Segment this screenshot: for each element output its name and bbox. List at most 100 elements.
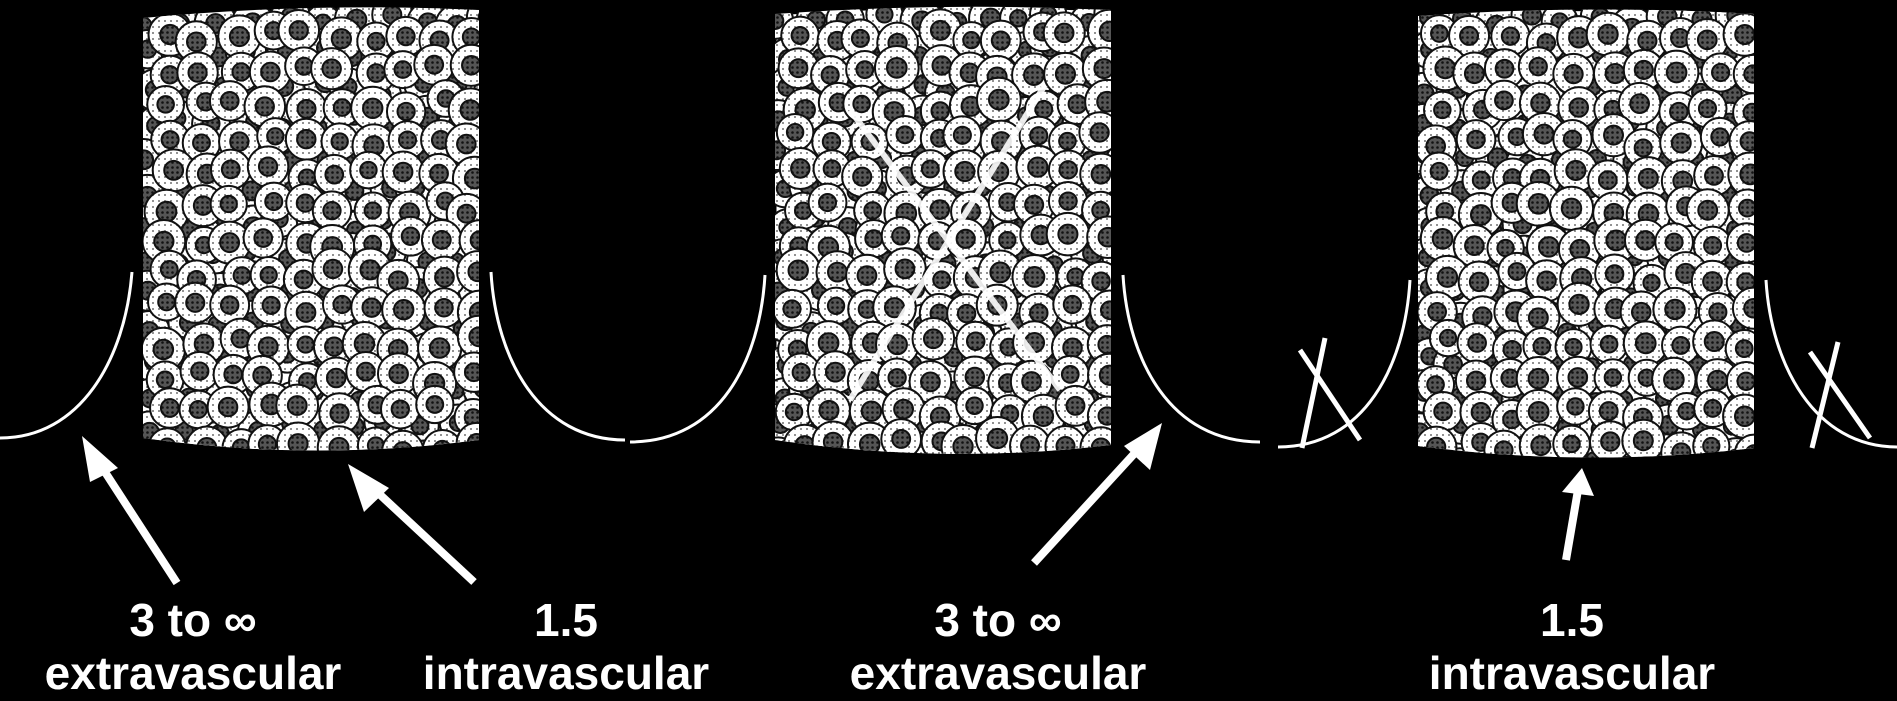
red-blood-cell-center: [1708, 371, 1727, 390]
red-blood-cell: [439, 445, 481, 487]
red-blood-cell-center: [1569, 28, 1588, 47]
red-blood-cell-center: [430, 165, 448, 183]
red-blood-cell-center: [1116, 184, 1133, 201]
red-blood-cell-center: [426, 396, 443, 413]
red-blood-cell-center: [461, 100, 480, 119]
red-blood-cell-center: [888, 369, 905, 386]
red-blood-cell-center: [485, 146, 502, 163]
red-blood-cell-center: [298, 100, 316, 118]
red-blood-cell-center: [966, 398, 982, 414]
red-blood-cell-center: [1761, 420, 1778, 437]
red-blood-cell-center: [858, 266, 877, 285]
red-blood-cell-center: [1025, 196, 1043, 214]
red-blood-cell-center: [1712, 64, 1729, 81]
red-blood-cell-center: [355, 334, 375, 354]
red-blood-cell-center: [931, 102, 948, 119]
red-blood-cell-center: [158, 294, 175, 311]
red-blood-cell-center: [397, 28, 415, 46]
red-blood-cell-center: [999, 232, 1015, 248]
red-blood-cell-center: [1598, 25, 1617, 44]
red-blood-cell-center: [368, 33, 385, 50]
red-blood-cell-center: [1736, 340, 1753, 357]
red-blood-cell-center: [234, 267, 251, 284]
red-blood-cell-center: [1703, 272, 1722, 291]
red-blood-cell-center: [1703, 438, 1719, 454]
red-blood-cell-center: [1069, 95, 1087, 113]
red-blood-cell-center: [967, 332, 985, 350]
red-blood-cell-center: [1434, 102, 1450, 118]
red-blood-cell-center: [1030, 304, 1047, 321]
red-blood-cell-center: [864, 202, 881, 219]
red-blood-cell-center: [1035, 101, 1052, 118]
red-blood-cell-center: [1030, 127, 1047, 144]
label-panel3-intravascular: 1.5 intravascular: [1429, 594, 1715, 700]
red-blood-cell-center: [1062, 366, 1079, 383]
red-blood-cell-center: [1698, 30, 1717, 49]
red-blood-cell-center: [465, 169, 485, 189]
red-blood-cell-center: [1434, 403, 1452, 421]
red-blood-cell-center: [425, 56, 443, 74]
red-blood-cell-center: [1615, 456, 1633, 474]
red-blood-cell-center: [1428, 303, 1446, 321]
red-blood-cell-center: [1744, 104, 1761, 121]
red-blood-cell-center: [1699, 100, 1716, 117]
red-blood-cell-center: [265, 193, 282, 210]
red-blood-cell-center: [1433, 229, 1453, 249]
red-blood-cell-center: [230, 132, 248, 150]
red-blood-cell-center: [154, 232, 173, 251]
red-blood-cell-center: [389, 365, 408, 384]
red-blood-cell-center: [357, 363, 375, 381]
red-blood-cell-center: [1704, 237, 1721, 254]
red-blood-cell-center: [826, 363, 845, 382]
red-blood-cell-center: [887, 58, 907, 78]
red-blood-cell: [295, 446, 338, 489]
red-blood-cell-center: [1759, 12, 1779, 32]
red-blood-cell-center: [1431, 25, 1448, 42]
red-blood-cell-center: [1098, 407, 1115, 424]
red-blood-cell-center: [1496, 60, 1514, 78]
red-blood-cell-center: [1605, 369, 1621, 385]
red-blood-cell-center: [924, 329, 943, 348]
red-blood-cell-center: [259, 158, 277, 176]
red-blood-cell-center: [261, 63, 279, 81]
red-blood-cell-center: [1666, 234, 1683, 251]
red-blood-cell-center: [1468, 334, 1486, 352]
red-blood-cell-center: [1473, 172, 1490, 189]
red-blood-cell-center: [811, 460, 827, 476]
red-blood-cell-center: [989, 90, 1009, 110]
red-blood-cell-center: [1495, 91, 1513, 109]
red-blood-cell: [423, 430, 462, 469]
red-blood-cell-center: [1094, 59, 1113, 78]
red-blood-cell-center: [415, 452, 434, 471]
red-blood-cell-center: [853, 168, 871, 186]
red-blood-cell-center: [186, 294, 204, 312]
red-blood-cell-center: [787, 124, 803, 140]
red-blood-cell-center: [1100, 22, 1119, 41]
red-blood-cell-center: [1565, 339, 1581, 355]
red-blood-cell-center: [1471, 205, 1491, 225]
red-blood-cell-center: [1470, 273, 1488, 291]
red-blood-cell: [382, 431, 423, 472]
red-blood-cell: [477, 446, 515, 484]
red-blood-cell-center: [931, 21, 950, 40]
red-blood-cell-center: [1634, 431, 1653, 450]
red-blood-cell-center: [1705, 167, 1723, 185]
red-blood-cell-center: [1472, 403, 1490, 421]
label-value: 1.5: [1429, 594, 1715, 647]
red-blood-cell-center: [1465, 236, 1484, 255]
red-blood-cell: [1752, 144, 1792, 184]
red-blood-cell-center: [823, 133, 840, 150]
red-blood-cell-center: [1099, 228, 1118, 247]
red-blood-cell-center: [230, 27, 249, 46]
red-blood-cell-center: [261, 267, 277, 283]
red-blood-cell-center: [892, 430, 910, 448]
red-blood-cell-center: [458, 205, 476, 223]
red-blood-cell-center: [1564, 131, 1581, 148]
red-blood-cell-center: [219, 398, 237, 416]
red-blood-cell-center: [789, 260, 808, 279]
red-blood-cell-center: [1756, 211, 1773, 228]
red-blood-cell-center: [1568, 368, 1587, 387]
red-blood-cell-center: [822, 67, 839, 84]
red-blood-cell-center: [1117, 38, 1136, 57]
red-blood-cell-center: [1055, 24, 1073, 42]
